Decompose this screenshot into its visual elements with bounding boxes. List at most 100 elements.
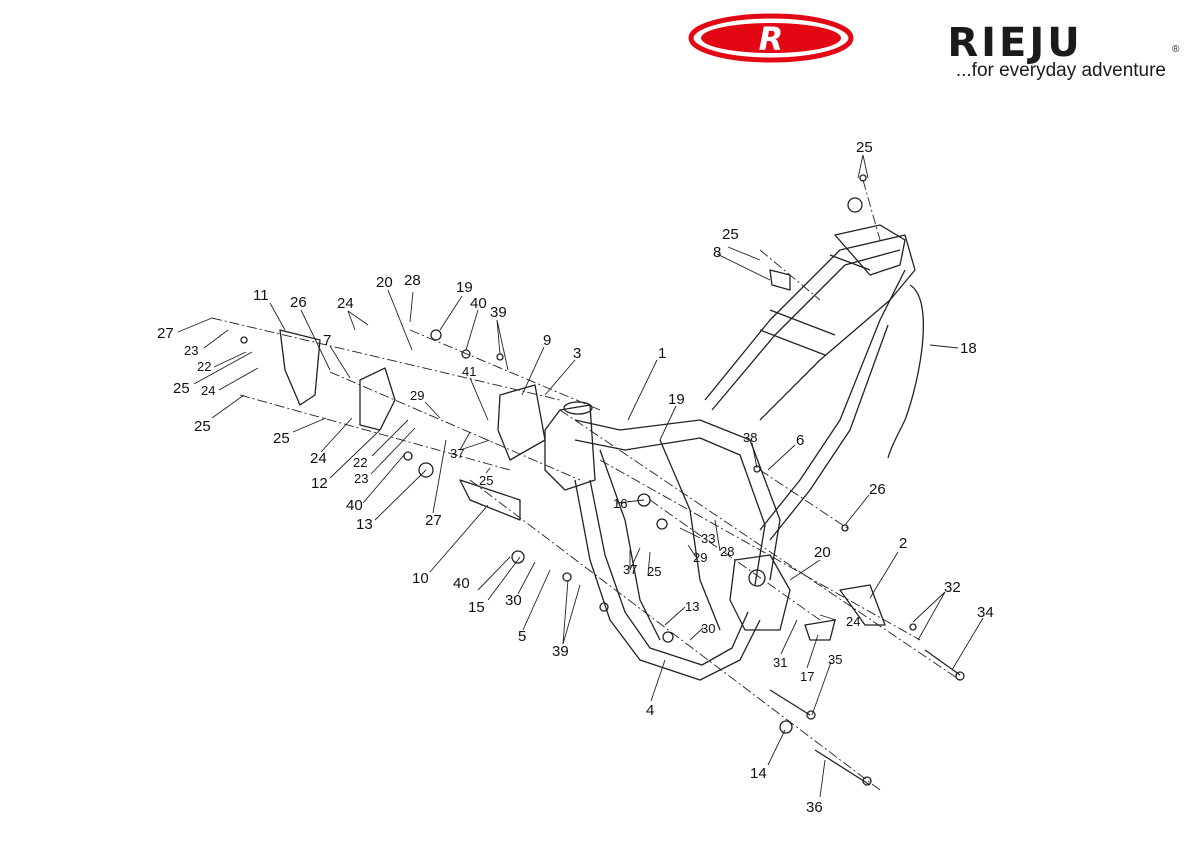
fasteners — [240, 174, 965, 786]
callout-22: 22 — [353, 455, 367, 470]
callout-28: 28 — [720, 544, 734, 559]
leader-line — [371, 419, 409, 457]
rear-crossbar — [759, 254, 871, 356]
bracket-8 — [769, 269, 791, 291]
assembly-line — [211, 317, 561, 401]
callout-27: 27 — [425, 512, 442, 529]
leader-lines — [177, 154, 984, 798]
callout-32: 32 — [944, 579, 961, 596]
leader-line — [469, 377, 489, 421]
callout-20: 20 — [814, 544, 831, 561]
guide-17 — [804, 619, 836, 641]
callout-11: 11 — [253, 287, 269, 304]
fastener — [909, 623, 917, 631]
leader-line — [329, 345, 351, 379]
leader-line — [627, 359, 658, 421]
leader-line — [193, 351, 253, 385]
fastener — [240, 336, 248, 344]
callout-15: 15 — [468, 599, 485, 616]
leader-line — [387, 289, 413, 351]
leader-line — [432, 439, 447, 514]
callout-37: 37 — [450, 446, 464, 461]
callout-2: 2 — [899, 535, 907, 552]
callout-40: 40 — [470, 295, 487, 312]
assembly-line — [409, 329, 601, 411]
leader-line — [767, 444, 796, 471]
leader-line — [767, 729, 786, 766]
callout-10: 10 — [412, 570, 429, 587]
leader-line — [819, 614, 837, 621]
leader-line — [465, 309, 479, 351]
callout-26: 26 — [869, 481, 886, 498]
callout-25: 25 — [722, 226, 739, 243]
callout-19: 19 — [668, 391, 685, 408]
callout-20: 20 — [376, 274, 393, 291]
bracket-12 — [359, 367, 396, 431]
leader-line — [300, 309, 331, 371]
callout-19: 19 — [456, 279, 473, 296]
callout-14: 14 — [750, 765, 767, 782]
callout-23: 23 — [354, 471, 368, 486]
down-tube — [574, 479, 761, 681]
leader-line — [292, 417, 327, 433]
callout-29: 29 — [693, 550, 707, 565]
leader-line — [679, 527, 701, 539]
leader-line — [203, 329, 229, 349]
leader-line — [329, 429, 381, 479]
registered-mark: ® — [1172, 44, 1180, 55]
callout-9: 9 — [543, 332, 551, 349]
leader-line — [374, 469, 427, 521]
assembly-line — [239, 394, 511, 471]
callout-1: 1 — [658, 345, 666, 362]
callout-24: 24 — [310, 450, 327, 467]
callout-40: 40 — [346, 497, 363, 514]
assembly-line — [759, 249, 821, 301]
callout-33: 33 — [701, 531, 715, 546]
fastener — [496, 353, 504, 361]
cradle-right — [659, 439, 721, 631]
logo-ellipse-inner — [701, 23, 841, 53]
fastener — [418, 462, 434, 478]
callout-16: 16 — [613, 496, 627, 511]
logo-ellipse — [688, 13, 854, 63]
cradle-left — [599, 449, 661, 641]
leader-line — [362, 454, 405, 504]
callout-17: 17 — [800, 669, 814, 684]
leader-line — [487, 556, 521, 601]
leader-line — [689, 627, 704, 641]
leader-line — [647, 551, 651, 576]
callout-5: 5 — [518, 628, 526, 645]
callout-4: 4 — [646, 702, 654, 719]
callout-25: 25 — [856, 139, 873, 156]
leader-line — [727, 246, 761, 261]
leader-line — [424, 401, 441, 419]
leader-line — [664, 606, 686, 626]
leader-line — [929, 344, 959, 349]
leader-line — [659, 405, 677, 441]
bolt-35 — [769, 689, 811, 716]
callout-labels: 25 25 8 18 11 26 24 20 28 19 40 39 27 23… — [157, 139, 994, 816]
callout-25: 25 — [173, 380, 190, 397]
callout-25: 25 — [273, 430, 290, 447]
rear-bracket — [834, 224, 906, 276]
pivot-plate — [729, 554, 791, 631]
fastener — [847, 197, 863, 213]
callout-40: 40 — [453, 575, 470, 592]
callout-35: 35 — [828, 652, 842, 667]
leader-line — [687, 544, 697, 558]
main-spine — [574, 419, 781, 581]
callout-7: 7 — [323, 332, 331, 349]
leader-line — [811, 661, 832, 716]
steering-head-top — [563, 401, 593, 415]
bolt-34 — [924, 649, 961, 676]
fastener — [662, 631, 674, 643]
leader-line — [211, 394, 245, 419]
callout-18: 18 — [960, 340, 977, 357]
callout-6: 6 — [796, 432, 804, 449]
leader-line — [521, 346, 545, 396]
leader-line — [177, 317, 213, 333]
leader-line — [320, 417, 353, 453]
bracket-2 — [839, 584, 886, 626]
assembly-line — [759, 469, 851, 531]
